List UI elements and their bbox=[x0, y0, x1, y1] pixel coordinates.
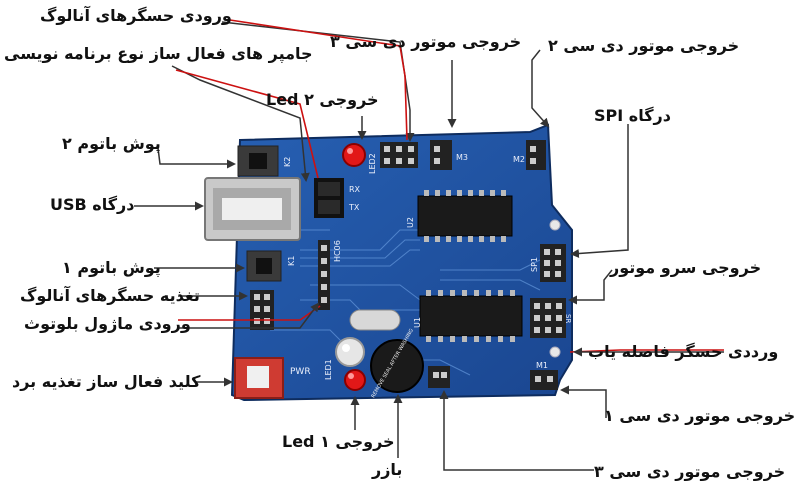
analog-sensor-header bbox=[380, 142, 418, 168]
silk-u2: U2 bbox=[406, 217, 415, 228]
servo-header bbox=[530, 298, 566, 338]
silk-k1: K1 bbox=[287, 256, 296, 266]
silk-sp1: SP1 bbox=[530, 257, 539, 272]
label-board-power-switch: کلید فعال ساز تغذیه برد bbox=[12, 372, 201, 391]
silk-led1: LED1 bbox=[324, 359, 333, 380]
label-bluetooth-input: ورودی ماژول بلوتوث bbox=[24, 314, 191, 333]
crystal bbox=[349, 309, 401, 331]
programmer-jumpers bbox=[314, 178, 344, 218]
ic-u1 bbox=[419, 290, 523, 342]
label-push-button-1: پوش باتوم ۱ bbox=[62, 258, 161, 277]
bluetooth-header bbox=[318, 240, 330, 310]
leader-lines bbox=[134, 21, 629, 471]
label-analog-sensor-power: تغذیه حسگرهای آنالوگ bbox=[20, 286, 200, 305]
motor-3-header-top bbox=[430, 140, 452, 170]
silk-k2: K2 bbox=[283, 157, 292, 167]
label-spi-port: درگاه SPI bbox=[594, 106, 671, 125]
silk-sr: SR bbox=[564, 314, 572, 323]
bluetooth-leader bbox=[178, 302, 320, 329]
buzzer-component bbox=[370, 339, 424, 393]
capacitor bbox=[335, 337, 365, 367]
label-dc-motor-3-bottom: خروجی موتور دی سی ۳ bbox=[594, 462, 786, 481]
label-usb-port: درگاه USB bbox=[50, 195, 135, 214]
silk-tx: TX bbox=[348, 203, 360, 212]
label-distance-sensor-input: ورددی حسگر فاصله یاب bbox=[588, 342, 779, 361]
label-programmer-jumper: جامپر های فعال ساز نوع برنامه نویسی bbox=[4, 44, 313, 63]
silk-u1: U1 bbox=[413, 317, 422, 328]
silk-rx: RX bbox=[349, 185, 361, 194]
label-analog-sensor-input: ورودی حسگرهای آنالوگ bbox=[40, 6, 232, 25]
silk-m1: M1 bbox=[536, 361, 548, 370]
mount-hole bbox=[549, 346, 561, 358]
led-1 bbox=[344, 369, 366, 391]
silk-m2: M2 bbox=[513, 155, 525, 164]
motor-1-header bbox=[530, 370, 558, 390]
silk-hc06: HC06 bbox=[333, 240, 342, 262]
motor-3-header-bottom bbox=[428, 366, 450, 388]
label-push-button-2: پوش باتوم ۲ bbox=[62, 134, 161, 153]
mount-hole bbox=[549, 219, 561, 231]
label-led1-output: خروجی Led ۱ bbox=[282, 432, 395, 451]
ic-u2 bbox=[417, 190, 513, 242]
motor-2-header bbox=[526, 140, 546, 170]
label-servo-output: خروجی سرو موتور bbox=[610, 258, 762, 277]
silk-led2: LED2 bbox=[368, 153, 377, 174]
label-led2-output: خروجی Led ۲ bbox=[266, 90, 379, 109]
pcb-traces bbox=[270, 219, 541, 376]
analog-power-header bbox=[250, 290, 274, 330]
led-2 bbox=[342, 143, 366, 167]
label-dc-motor-1: خروجی موتور دی سی ۱ bbox=[604, 406, 795, 425]
spi-header bbox=[540, 244, 566, 282]
label-buzzer: بازر bbox=[372, 460, 403, 479]
label-dc-motor-3-top: خروجی موتور دی سی ۳ bbox=[330, 32, 522, 51]
silk-pwr: PWR bbox=[290, 367, 311, 377]
silk-m3: M3 bbox=[456, 153, 468, 162]
label-dc-motor-2: خروجی موتور دی سی ۲ bbox=[548, 36, 740, 55]
